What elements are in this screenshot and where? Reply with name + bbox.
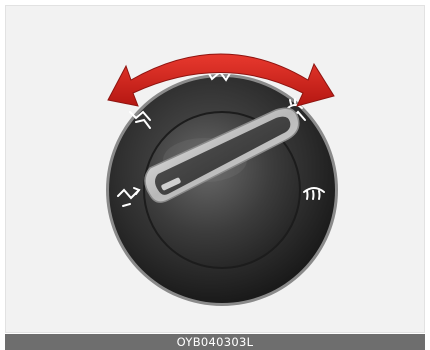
figure-code: OYB040303L [177,335,254,349]
figure-code-bar: OYB040303L [5,334,425,350]
mode-selector-illustration [0,0,430,334]
